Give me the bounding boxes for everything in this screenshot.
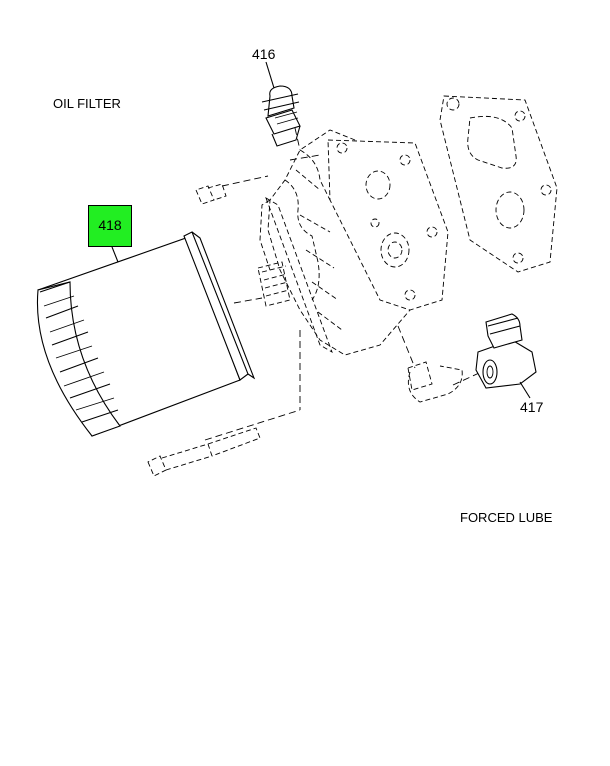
fitting-416 bbox=[261, 85, 301, 147]
bolt-upper bbox=[195, 183, 227, 205]
oil-filter-label: OIL FILTER bbox=[53, 96, 121, 111]
bolt-lower bbox=[147, 427, 261, 477]
leader-417 bbox=[519, 381, 531, 399]
leader-418 bbox=[111, 246, 119, 263]
gasket-drawing bbox=[439, 95, 558, 273]
callout-417[interactable]: 417 bbox=[520, 399, 544, 415]
filter-adapter-housing bbox=[257, 129, 449, 356]
assembly-leader-lines bbox=[204, 127, 491, 441]
leader-416 bbox=[265, 61, 275, 89]
oil-filter-418 bbox=[36, 231, 256, 437]
forced-lube-label: FORCED LUBE bbox=[460, 510, 553, 525]
fitting-417 bbox=[407, 313, 537, 403]
callout-416[interactable]: 416 bbox=[252, 46, 276, 62]
callout-418-highlighted[interactable]: 418 bbox=[88, 205, 132, 247]
